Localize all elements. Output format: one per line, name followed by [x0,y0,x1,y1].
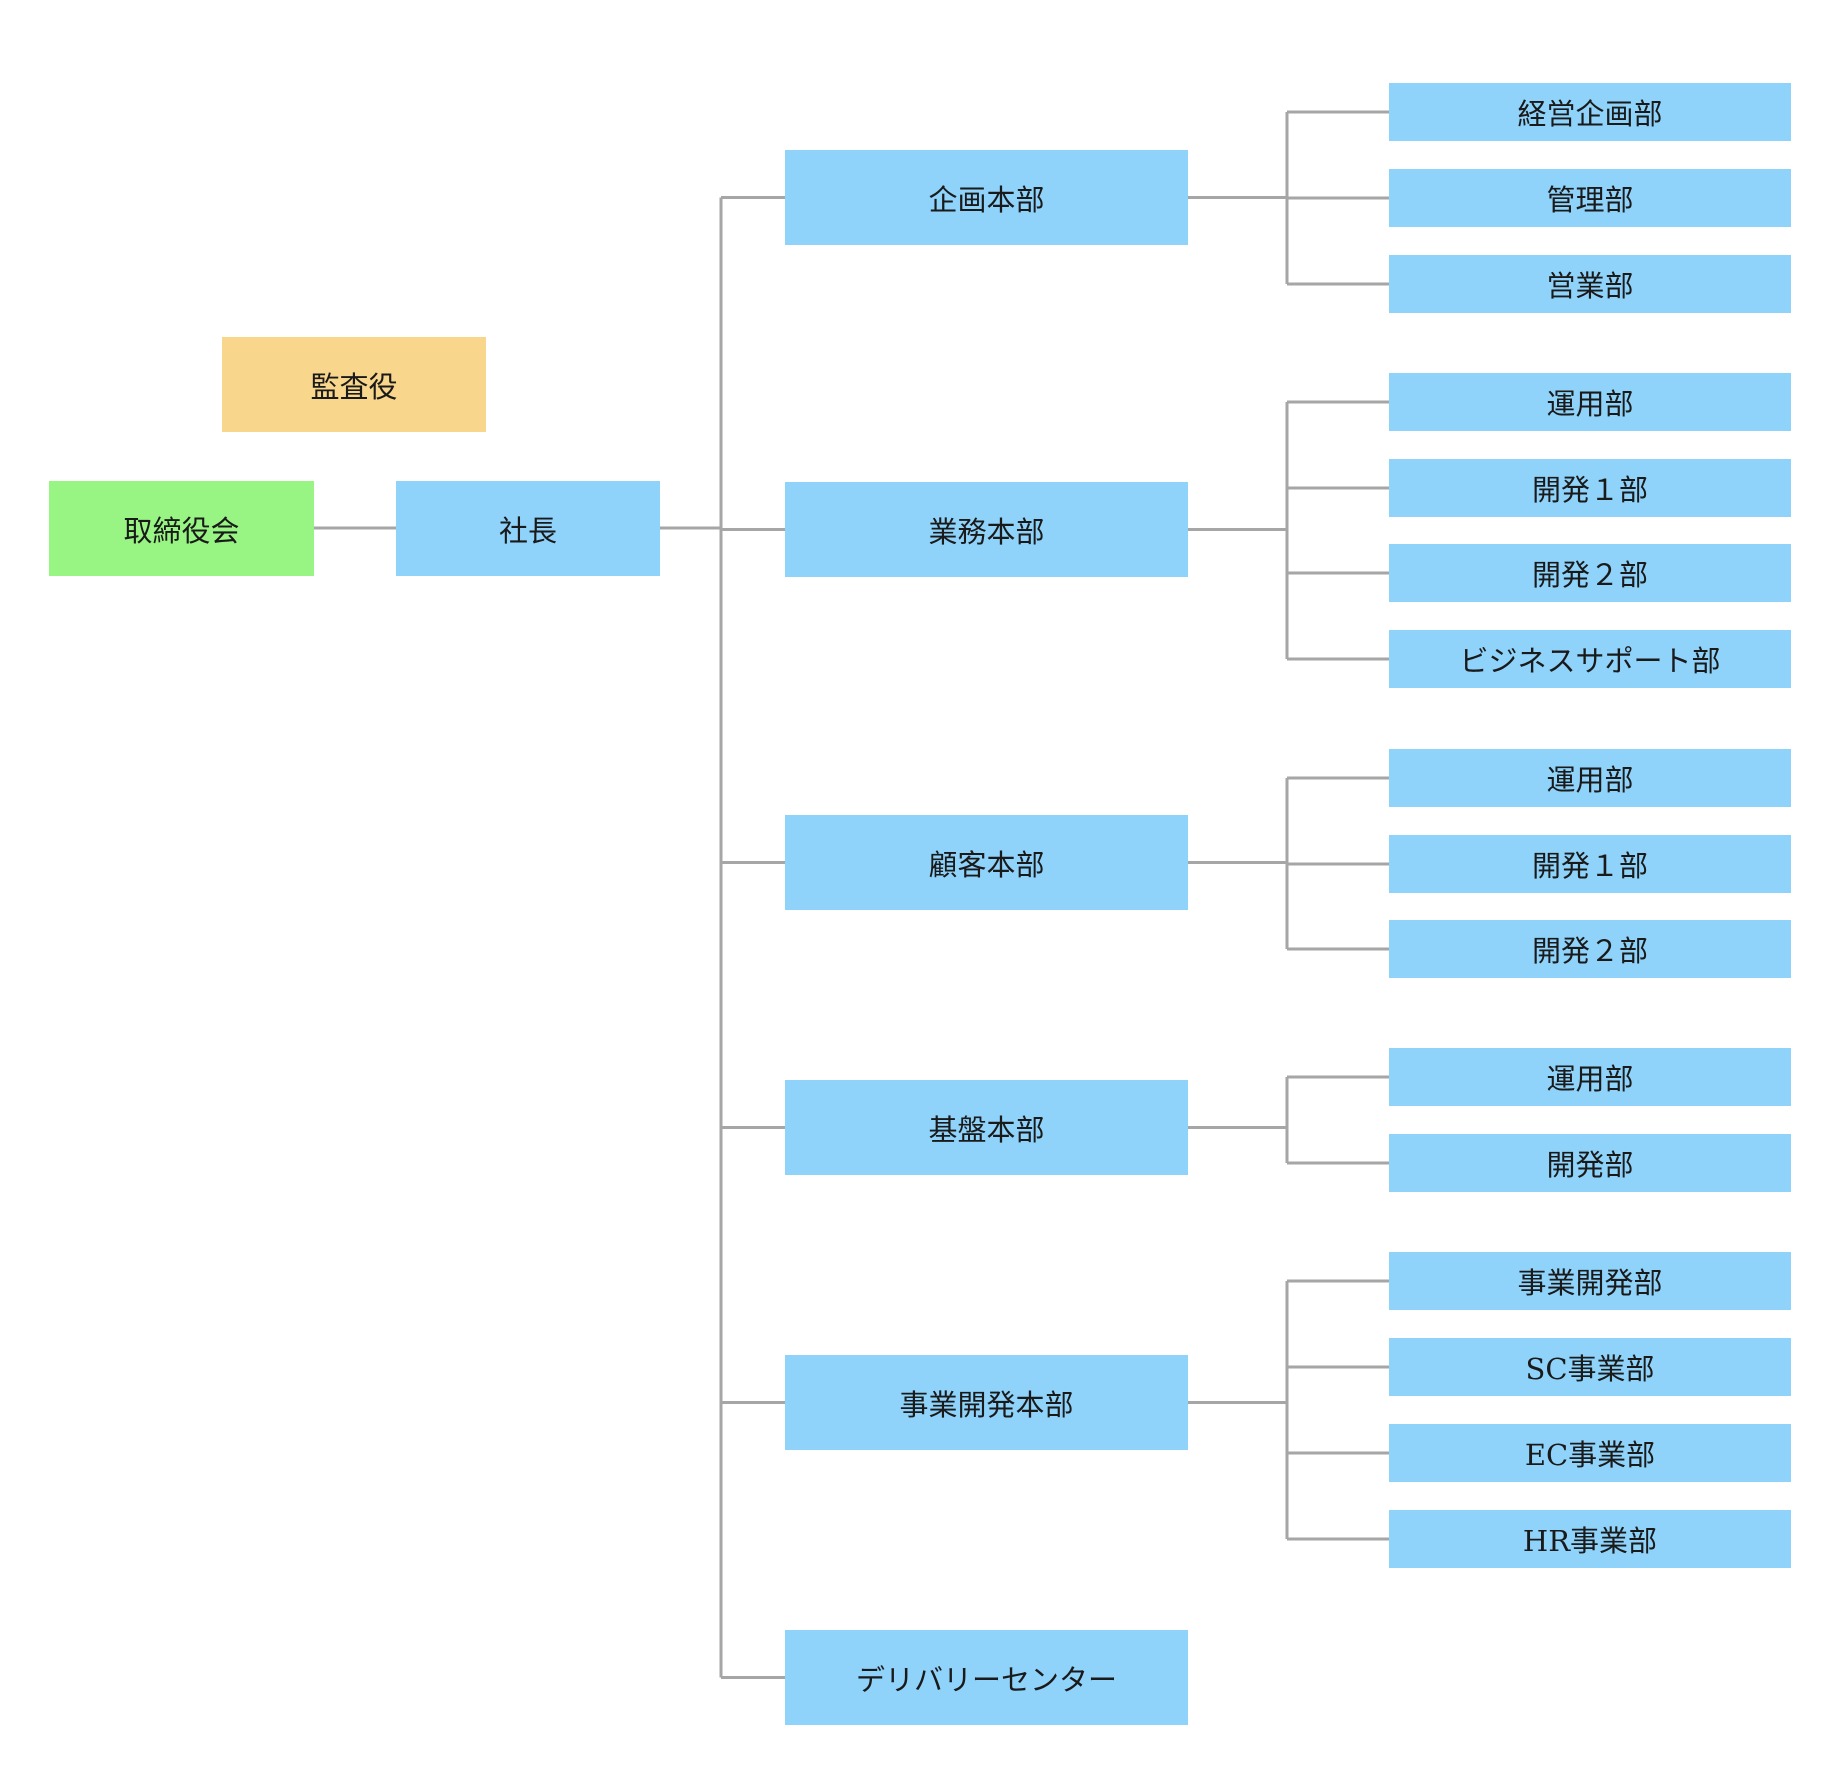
division-box: 顧客本部 [785,815,1188,910]
department-box: EC事業部 [1389,1424,1791,1482]
department-box: 運用部 [1389,1048,1791,1106]
department-box: SC事業部 [1389,1338,1791,1396]
division-box: デリバリーセンター [785,1630,1188,1725]
department-box: 運用部 [1389,373,1791,431]
division-box-label: 顧客本部 [928,847,1045,882]
division-box: 基盤本部 [785,1080,1188,1175]
department-box: 運用部 [1389,749,1791,807]
president-label: 社長 [498,513,557,548]
department-box: 開発１部 [1389,459,1791,517]
department-box: 開発２部 [1389,920,1791,978]
department-box: 開発部 [1389,1134,1791,1192]
department-box-label: 開発部 [1546,1148,1634,1182]
department-box-label: 管理部 [1546,183,1634,217]
department-box-label: 経営企画部 [1517,97,1663,131]
division-box-label: 企画本部 [928,182,1045,217]
department-box-label: HR事業部 [1522,1524,1658,1558]
department-box: 事業開発部 [1389,1252,1791,1310]
department-box-label: 開発１部 [1531,849,1648,883]
department-box: HR事業部 [1389,1510,1791,1568]
department-box: 開発２部 [1389,544,1791,602]
department-box: ビジネスサポート部 [1389,630,1791,688]
board-box: 取締役会 [49,481,314,576]
division-box: 企画本部 [785,150,1188,245]
department-box-label: 営業部 [1546,269,1634,303]
division-box-label: 基盤本部 [928,1112,1045,1147]
department-box-label: 運用部 [1546,387,1634,421]
board-label: 取締役会 [123,513,240,548]
department-box-label: 開発２部 [1531,558,1648,592]
department-box: 開発１部 [1389,835,1791,893]
department-box-label: 事業開発部 [1517,1266,1663,1300]
department-box-label: 開発１部 [1531,473,1648,507]
department-box: 経営企画部 [1389,83,1791,141]
auditor-box: 監査役 [222,337,486,432]
division-box: 業務本部 [785,482,1188,577]
auditor-label: 監査役 [310,369,398,404]
division-box-label: 事業開発本部 [899,1387,1074,1422]
department-box-label: EC事業部 [1524,1438,1656,1472]
department-box: 管理部 [1389,169,1791,227]
department-box: 営業部 [1389,255,1791,313]
division-box-label: 業務本部 [928,514,1045,549]
department-box-label: 運用部 [1546,1062,1634,1096]
division-box: 事業開発本部 [785,1355,1188,1450]
president-box: 社長 [396,481,660,576]
department-box-label: 運用部 [1546,763,1634,797]
department-box-label: 開発２部 [1531,934,1648,968]
department-box-label: ビジネスサポート部 [1459,644,1721,678]
department-box-label: SC事業部 [1525,1352,1655,1386]
division-box-label: デリバリーセンター [855,1662,1117,1697]
